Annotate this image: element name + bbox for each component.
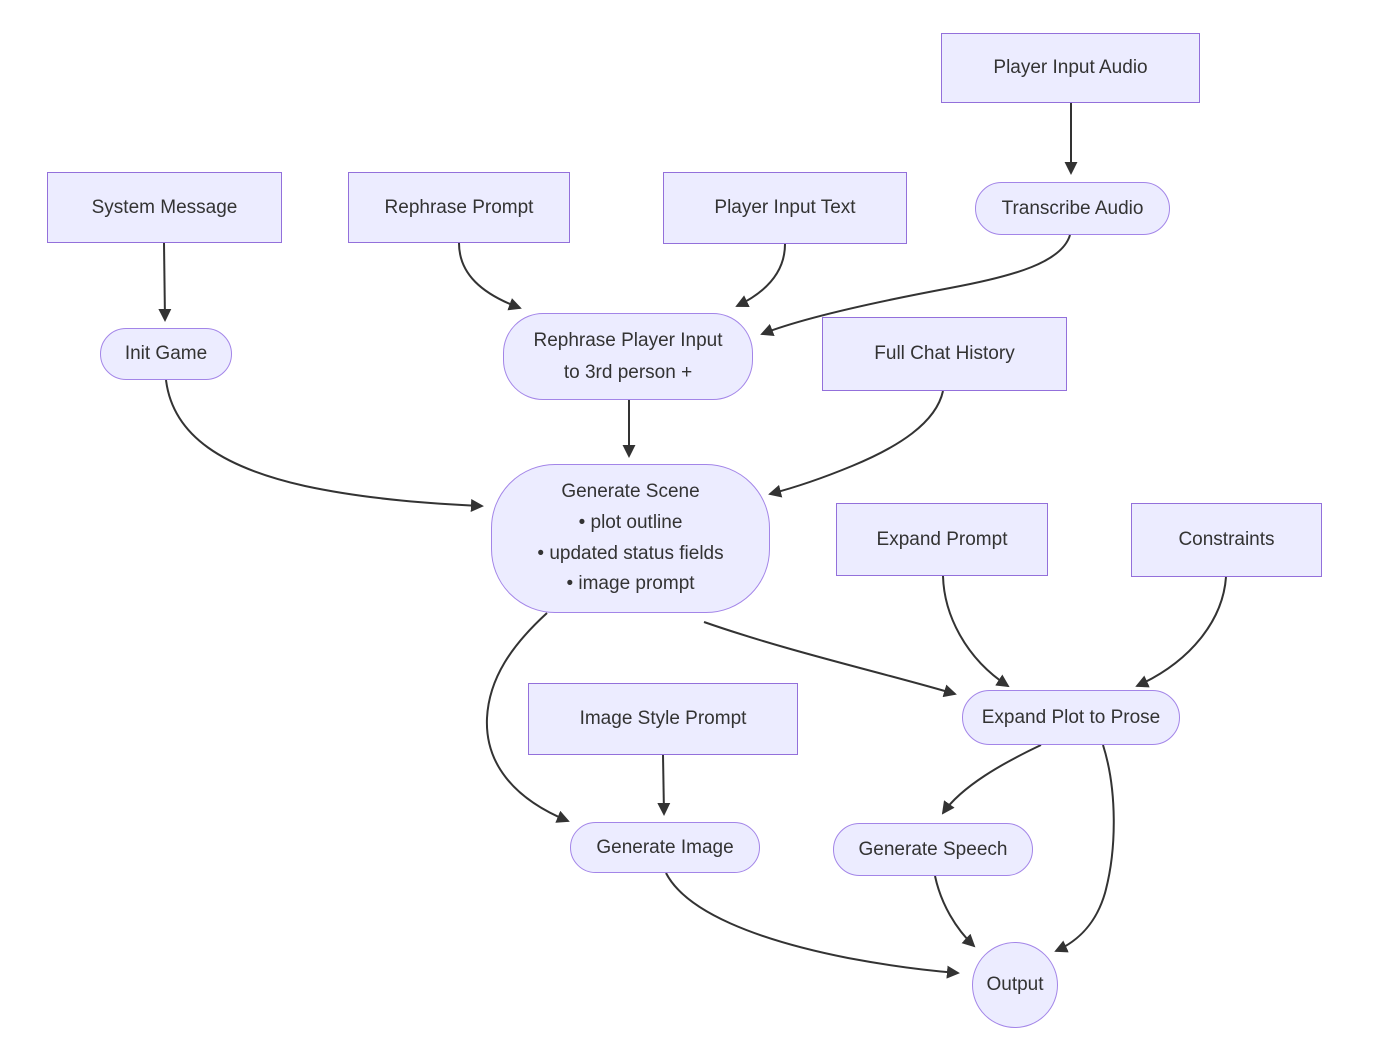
edge-generate-speech-to-output bbox=[934, 875, 976, 948]
node-system-message: System Message bbox=[47, 172, 282, 243]
node-expand-plot-to-prose: Expand Plot to Prose bbox=[962, 690, 1180, 745]
edge-expand-plot-to-prose-to-generate-speech bbox=[941, 744, 1042, 815]
node-expand-prompt: Expand Prompt bbox=[836, 503, 1048, 576]
node-full-chat-history: Full Chat History bbox=[822, 317, 1067, 391]
edge-generate-image-to-output bbox=[665, 872, 960, 979]
edge-generate-scene-to-expand-plot-to-prose bbox=[703, 621, 957, 698]
edge-image-style-prompt-to-generate-image bbox=[657, 754, 671, 816]
edge-init-game-to-generate-scene bbox=[165, 379, 484, 512]
node-generate-speech: Generate Speech bbox=[833, 823, 1033, 876]
node-player-input-text: Player Input Text bbox=[663, 172, 907, 244]
node-constraints: Constraints bbox=[1131, 503, 1322, 577]
edge-constraints-to-expand-plot-to-prose bbox=[1135, 576, 1227, 688]
edge-full-chat-history-to-generate-scene bbox=[768, 390, 944, 498]
node-transcribe-audio: Transcribe Audio bbox=[975, 182, 1170, 235]
node-player-input-audio: Player Input Audio bbox=[941, 33, 1200, 103]
node-rephrase-player-input: Rephrase Player Input to 3rd person + bbox=[503, 313, 753, 400]
node-output: Output bbox=[972, 942, 1058, 1028]
edge-player-input-text-to-rephrase-player-input bbox=[735, 243, 786, 308]
node-generate-image: Generate Image bbox=[570, 822, 760, 873]
node-image-style-prompt: Image Style Prompt bbox=[528, 683, 798, 755]
edge-generate-scene-to-generate-image bbox=[485, 612, 570, 823]
edge-expand-prompt-to-expand-plot-to-prose bbox=[942, 575, 1010, 688]
edge-transcribe-audio-to-rephrase-player-input bbox=[760, 234, 1071, 336]
node-init-game: Init Game bbox=[100, 328, 232, 380]
node-generate-scene: Generate Scene • plot outline • updated … bbox=[491, 464, 770, 613]
edge-expand-plot-to-prose-to-output bbox=[1054, 744, 1115, 953]
edge-system-message-to-init-game bbox=[158, 242, 172, 322]
node-rephrase-prompt: Rephrase Prompt bbox=[348, 172, 570, 243]
edge-rephrase-prompt-to-rephrase-player-input bbox=[458, 242, 522, 311]
